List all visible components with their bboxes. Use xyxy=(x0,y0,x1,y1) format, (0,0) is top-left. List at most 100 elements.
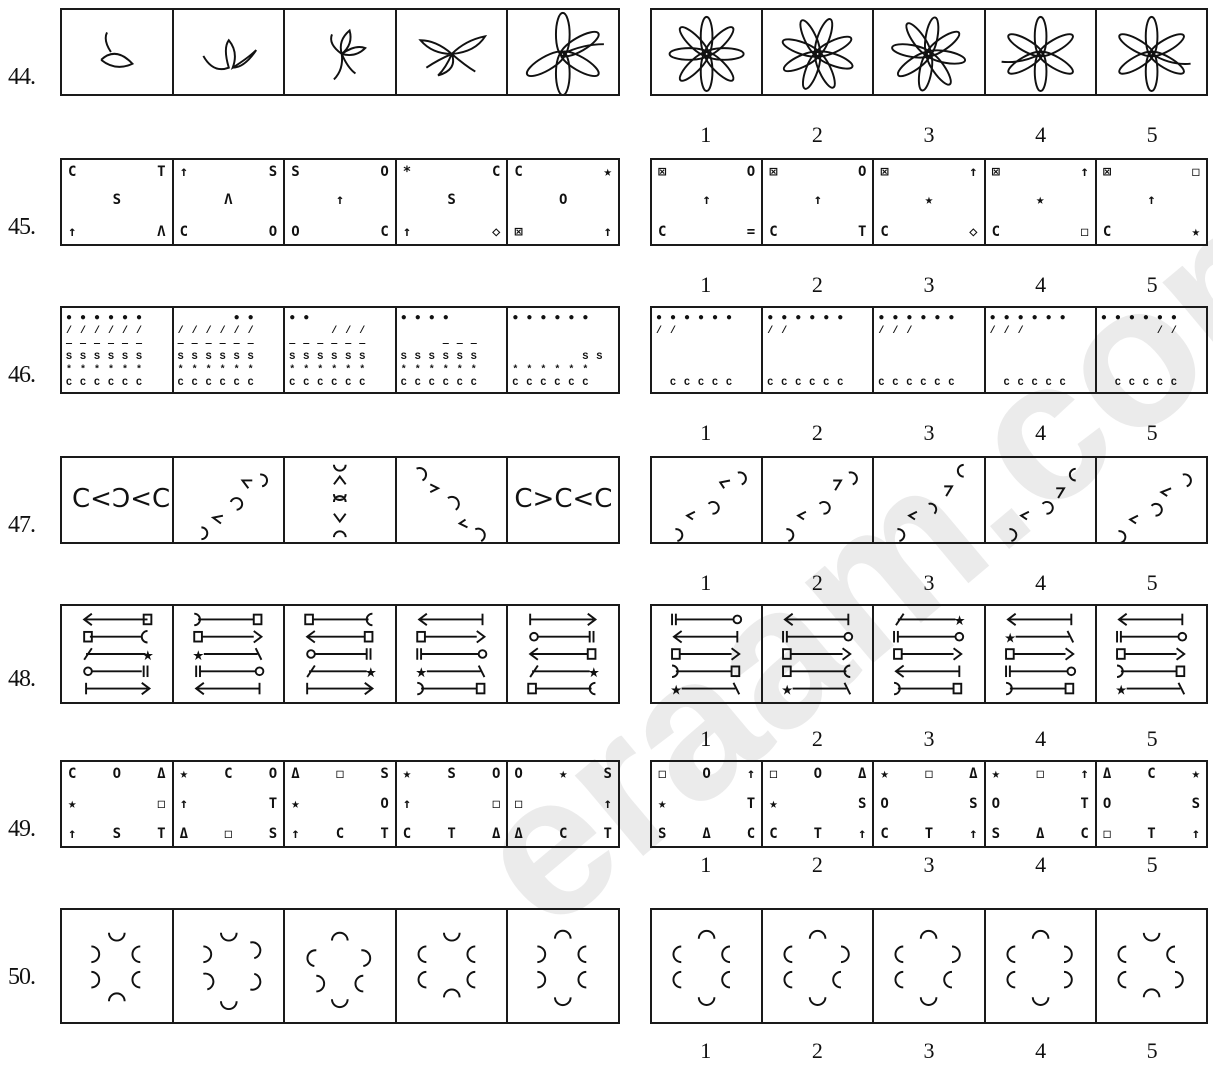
svg-text:★: ★ xyxy=(781,682,793,697)
answer-figure-4[interactable] xyxy=(986,910,1097,1022)
problem-figure: O★S◻↑ΔCT xyxy=(508,762,618,846)
answer-figure-5[interactable] xyxy=(1097,458,1206,542)
symbol: ⊠ xyxy=(1103,164,1111,180)
symbol: C xyxy=(1097,766,1206,782)
option-label: 2 xyxy=(762,1038,874,1064)
answer-figure-3[interactable]: ★ xyxy=(874,606,985,702)
symbol: Δ xyxy=(157,766,165,782)
answer-figure-4[interactable] xyxy=(986,10,1097,94)
symbol-sequence: C>C<C xyxy=(514,484,612,514)
problem-figure xyxy=(508,10,618,94)
answer-figure-4[interactable]: ● ● ● ● ● ● / / / C C C C C xyxy=(986,308,1097,392)
symbol-grid: ● ● ● ● ● ● / / / C C C C C xyxy=(990,312,1091,390)
answer-figure-3[interactable]: ● ● ● ● ● ● / / / C C C C C C xyxy=(874,308,985,392)
answer-figure-3[interactable] xyxy=(874,10,985,94)
answer-figure-1[interactable] xyxy=(652,910,763,1022)
answer-figure-1[interactable] xyxy=(652,10,763,94)
symbol: ↑ xyxy=(285,192,395,208)
option-labels: 12345 xyxy=(650,570,1208,596)
answer-figure-4[interactable] xyxy=(986,458,1097,542)
svg-text:★: ★ xyxy=(415,665,427,680)
problem-figure: ● ● ● ● — — — S S S S S S * * * * * * C … xyxy=(397,308,509,392)
option-label: 2 xyxy=(762,852,874,878)
symbol: C xyxy=(1080,826,1088,842)
symbol: ↑ xyxy=(403,796,411,812)
symbol: S xyxy=(269,164,277,180)
symbol: T xyxy=(397,826,507,842)
symbol: O xyxy=(652,766,761,782)
answer-figure-2[interactable] xyxy=(763,10,874,94)
answer-figure-3[interactable] xyxy=(874,910,985,1022)
symbol: ↑ xyxy=(1080,766,1088,782)
problem-figure xyxy=(174,458,286,542)
symbol-grid: ● ● / / / — — — — — — S S S S S S * * * … xyxy=(289,312,391,390)
svg-text:★: ★ xyxy=(954,613,966,628)
problem-figure xyxy=(397,10,509,94)
svg-text:★: ★ xyxy=(588,665,600,680)
symbol: ↑ xyxy=(747,766,755,782)
answer-figure-3[interactable]: ⊠↑★C◇ xyxy=(874,160,985,244)
answer-figure-5[interactable] xyxy=(1097,910,1206,1022)
symbol: T xyxy=(858,224,866,240)
symbol: S xyxy=(604,766,612,782)
answer-figure-4[interactable]: ⊠↑★C◻ xyxy=(986,160,1097,244)
option-label: 3 xyxy=(873,272,985,298)
problem-figure xyxy=(508,910,618,1022)
symbol: ★ xyxy=(604,164,612,180)
symbol: ↑ xyxy=(969,826,977,842)
symbol: ↑ xyxy=(1097,192,1206,208)
symbol-sequence: C<Ↄ<C xyxy=(72,484,170,514)
symbol: O xyxy=(992,796,1000,812)
answer-figure-2[interactable]: ★ xyxy=(763,606,874,702)
symbol: ↑ xyxy=(858,826,866,842)
answer-figure-1[interactable]: ⊠O↑C= xyxy=(652,160,763,244)
answer-figure-1[interactable] xyxy=(652,458,763,542)
answer-figure-1[interactable]: ● ● ● ● ● ● / / C C C C C xyxy=(652,308,763,392)
answer-figure-4[interactable]: ★ xyxy=(986,606,1097,702)
symbol-grid: ● ● ● ● ● ● / / / C C C C C C xyxy=(878,312,979,390)
answer-figure-5[interactable]: ★ xyxy=(1097,606,1206,702)
problem-figure: C>C<C xyxy=(508,458,618,542)
symbol: ★ xyxy=(291,796,299,812)
symbol: Δ xyxy=(858,766,866,782)
problem-figure: ★ xyxy=(285,606,397,702)
answer-figure-5[interactable] xyxy=(1097,10,1206,94)
problem-figure xyxy=(285,910,397,1022)
problem-figure: ★ xyxy=(397,606,509,702)
problem-figure: C★O⊠↑ xyxy=(508,160,618,244)
symbol: ↑ xyxy=(763,192,872,208)
symbol: C xyxy=(1103,224,1111,240)
symbol: ↑ xyxy=(403,224,411,240)
answer-figure-5[interactable]: ● ● ● ● ● ● / / C C C C C xyxy=(1097,308,1206,392)
problem-figure: ● ● ● ● ● ● / / / / / / — — — — — — S S … xyxy=(62,308,174,392)
option-label: 4 xyxy=(985,420,1097,446)
symbol: Δ xyxy=(969,766,977,782)
svg-text:★: ★ xyxy=(670,682,682,697)
symbol: C xyxy=(285,826,395,842)
answer-figure-3[interactable] xyxy=(874,458,985,542)
answer-figure-5[interactable]: ⊠◻↑C★ xyxy=(1097,160,1206,244)
symbol: T xyxy=(874,826,983,842)
symbol: C xyxy=(492,164,500,180)
symbol: C xyxy=(992,224,1000,240)
option-label: 3 xyxy=(873,852,985,878)
answer-figure-2[interactable] xyxy=(763,910,874,1022)
symbol: ★ xyxy=(769,796,777,812)
answer-figure-2[interactable]: ● ● ● ● ● ● / / C C C C C C xyxy=(763,308,874,392)
symbol: ↑ xyxy=(604,796,612,812)
answer-figure-1[interactable]: ★ xyxy=(652,606,763,702)
symbol: ↑ xyxy=(604,224,612,240)
symbol: ◻ xyxy=(1080,224,1088,240)
problem-figure: ★ xyxy=(62,606,174,702)
symbol: ◻ xyxy=(874,766,983,782)
answer-figure-2[interactable] xyxy=(763,458,874,542)
